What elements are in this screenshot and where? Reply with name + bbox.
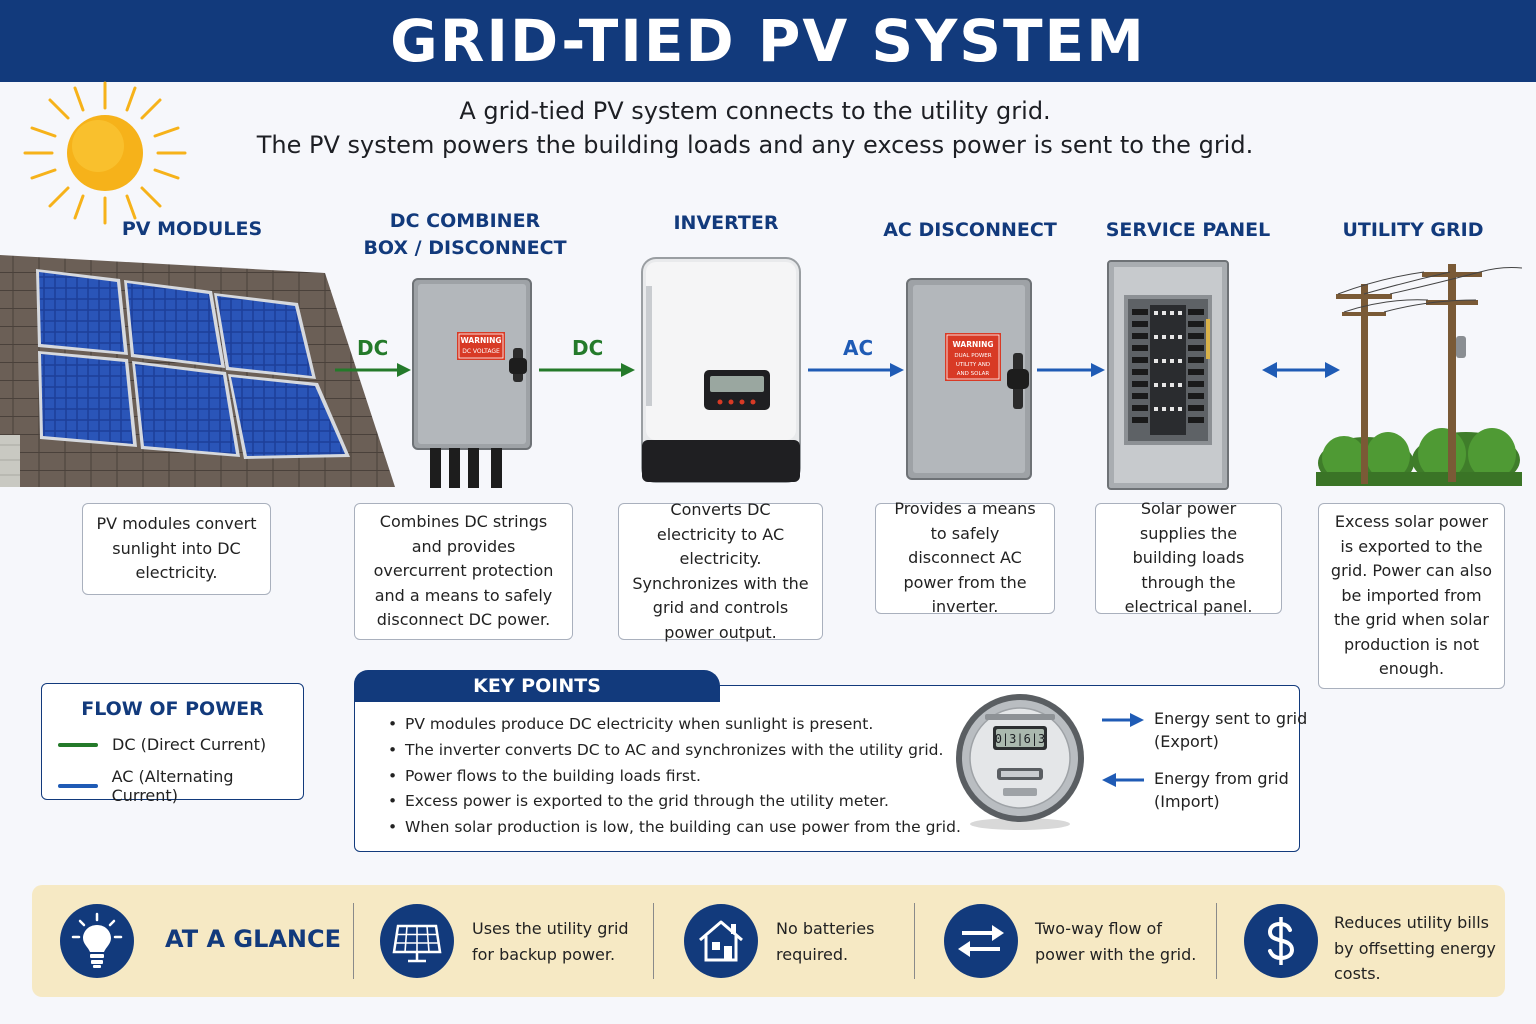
legend-title: FLOW OF POWER	[81, 698, 264, 720]
glance-divider	[653, 903, 654, 979]
pv-modules-label: PV MODULES	[121, 218, 263, 240]
glance-item-two-way-flow: Two-way flow of power with the grid.	[1035, 916, 1196, 967]
ac-arrow-2	[1037, 363, 1105, 377]
ac-warning-line-4: AND SOLAR	[957, 371, 990, 377]
dc-combiner-label: DC COMBINER BOX / DISCONNECT	[350, 208, 580, 262]
dc-arrow-1	[335, 363, 411, 377]
house-icon	[684, 904, 758, 978]
utility-grid-description: Excess solar power is exported to the gr…	[1318, 503, 1505, 689]
glance-divider	[914, 903, 915, 979]
ac-warning-line-2: DUAL POWER	[954, 353, 991, 359]
export-label: Energy sent to grid (Export)	[1154, 707, 1307, 753]
key-points-title: KEY POINTS	[354, 670, 720, 702]
service-panel-description: Solar power supplies the building loads …	[1095, 499, 1282, 616]
key-point-item: Power flows to the building loads first.	[388, 764, 961, 790]
import-label: Energy from grid (Import)	[1154, 767, 1289, 813]
key-point-item: PV modules produce DC electricity when s…	[388, 712, 961, 738]
dc-legend-swatch	[58, 742, 98, 747]
glance-item-grid-backup-line-2: for backup power.	[472, 944, 616, 964]
title-banner: GRID-TIED PV SYSTEM	[0, 0, 1536, 82]
combiner-warning-line-1: WARNING	[460, 336, 501, 345]
dc-combiner-illustration: WARNING DC VOLTAGE	[412, 278, 532, 488]
ac-arrow-1	[808, 363, 904, 377]
inverter-description: Converts DC electricity to AC electricit…	[618, 500, 823, 642]
glance-item-no-batteries-line-2: required.	[776, 944, 849, 964]
ac-disconnect-illustration: WARNING DUAL POWER UTILITY AND AND SOLAR	[906, 278, 1032, 480]
lightbulb-icon	[60, 904, 134, 978]
ac-disconnect-label: AC DISCONNECT	[883, 219, 1057, 241]
ac-legend-swatch	[58, 784, 98, 788]
export-label-line-2: (Export)	[1154, 732, 1219, 751]
dc-label-2: DC	[572, 336, 604, 360]
glance-divider	[353, 903, 354, 979]
subtitle: A grid-tied PV system connects to the ut…	[190, 94, 1320, 162]
glance-item-grid-backup: Uses the utility grid for backup power.	[472, 916, 629, 967]
glance-item-two-way-flow-line-2: power with the grid.	[1035, 944, 1197, 964]
utility-meter-icon: 0|3|6|3	[956, 694, 1084, 830]
inverter-label: INVERTER	[673, 212, 779, 234]
dollar-icon	[1244, 904, 1318, 978]
key-points-list: PV modules produce DC electricity when s…	[388, 712, 961, 841]
utility-grid-illustration	[1316, 264, 1522, 486]
key-point-item: Excess power is exported to the grid thr…	[388, 789, 961, 815]
dc-combiner-label-line-2: BOX / DISCONNECT	[363, 237, 567, 259]
solar-panel-icon	[380, 904, 454, 978]
meter-reading: 0|3|6|3	[995, 732, 1046, 746]
glance-divider	[1216, 903, 1217, 979]
service-panel-illustration	[1107, 260, 1229, 490]
ac-label: AC	[843, 336, 874, 360]
import-arrow-icon	[1102, 773, 1144, 787]
import-label-line-2: (Import)	[1154, 792, 1220, 811]
sun-icon	[23, 81, 187, 225]
two-way-arrows-icon	[944, 904, 1018, 978]
ac-disconnect-description: Provides a means to safely disconnect AC…	[875, 499, 1055, 616]
glance-item-reduces-bills-line-2: by offsetting energy	[1334, 938, 1496, 958]
at-a-glance-title: AT A GLANCE	[165, 925, 342, 953]
subtitle-line-1: A grid-tied PV system connects to the ut…	[459, 97, 1051, 125]
dc-combiner-label-line-1: DC COMBINER	[389, 210, 541, 232]
combiner-warning-line-2: DC VOLTAGE	[462, 348, 500, 355]
key-point-item: The inverter converts DC to AC and synch…	[388, 738, 961, 764]
legend-item-ac: AC (Alternating Current)	[58, 767, 303, 805]
dc-label-1: DC	[357, 336, 389, 360]
legend-item-dc: DC (Direct Current)	[58, 735, 266, 754]
glance-item-grid-backup-line-1: Uses the utility grid	[472, 919, 629, 938]
key-point-item: When solar production is low, the buildi…	[388, 815, 961, 841]
inverter-illustration	[641, 257, 801, 483]
export-arrow-icon	[1102, 713, 1144, 727]
glance-item-reduces-bills-line-3: costs.	[1334, 964, 1381, 983]
pv-modules-illustration	[0, 255, 395, 487]
glance-item-no-batteries: No batteries required.	[776, 916, 874, 967]
ac-warning-line-3: UTILITY AND	[956, 362, 990, 368]
subtitle-line-2: The PV system powers the building loads …	[256, 131, 1254, 159]
ac-warning-line-1: WARNING	[952, 340, 993, 349]
pv-modules-description: PV modules convert sunlight into DC elec…	[82, 503, 271, 595]
export-label-line-1: Energy sent to grid	[1154, 709, 1308, 728]
glance-item-two-way-flow-line-1: Two-way flow of	[1035, 919, 1162, 938]
service-panel-label: SERVICE PANEL	[1105, 219, 1271, 241]
flow-of-power-legend: FLOW OF POWER DC (Direct Current) AC (Al…	[41, 683, 304, 805]
two-way-grid-arrow	[1262, 362, 1340, 378]
glance-item-reduces-bills: Reduces utility bills by offsetting ener…	[1334, 910, 1496, 987]
utility-grid-label: UTILITY GRID	[1342, 219, 1484, 241]
page-title: GRID-TIED PV SYSTEM	[390, 7, 1146, 75]
legend-item-ac-label: AC (Alternating Current)	[111, 767, 234, 805]
legend-item-dc-label: DC (Direct Current)	[112, 735, 267, 754]
glance-item-reduces-bills-line-1: Reduces utility bills	[1334, 913, 1490, 932]
dc-combiner-description: Combines DC strings and provides overcur…	[354, 503, 573, 640]
dc-arrow-2	[539, 363, 635, 377]
import-label-line-1: Energy from grid	[1154, 769, 1289, 788]
glance-item-no-batteries-line-1: No batteries	[776, 919, 875, 938]
